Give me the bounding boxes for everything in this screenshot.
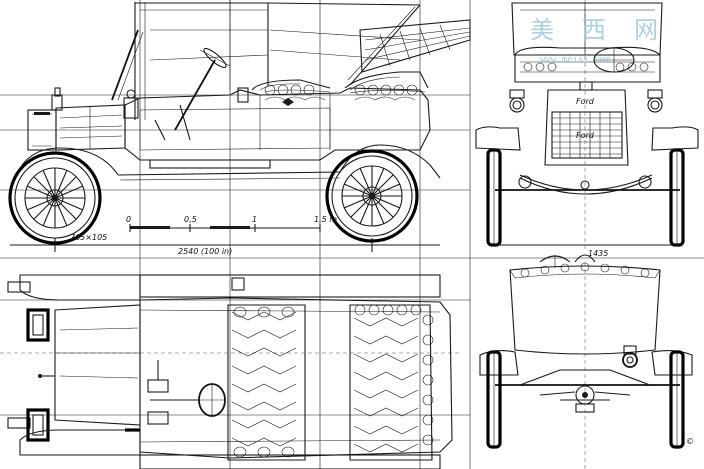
plan-view <box>7 274 453 469</box>
rear-view-wheels <box>486 350 685 449</box>
watermark: 美 西 网 www.meisi.com <box>530 16 658 65</box>
wheelbase-dimension: 2540 (100 in) 765×105 <box>10 233 440 256</box>
front-wheel <box>8 151 102 245</box>
body-tub <box>124 71 431 161</box>
hub-logo-text: Ford <box>576 97 595 106</box>
rear-wheel <box>325 149 419 243</box>
grille-logo-text: Ford <box>576 131 595 140</box>
scale-tick-half: 0,5 <box>184 215 197 224</box>
front-seat-tufting <box>227 304 306 461</box>
corner-mark: © <box>686 437 694 446</box>
radiator-hood <box>27 87 139 151</box>
wheelbase-label: 2540 (100 in) <box>178 247 232 256</box>
folding-top <box>134 0 471 120</box>
tire-size-label: 765×105 <box>70 233 107 242</box>
side-view: 0 0,5 1 1,5 m 2540 (100 in) 765×105 <box>8 0 471 256</box>
watermark-char-3: 网 <box>634 16 658 44</box>
scale-tick-0: 0 <box>126 215 131 224</box>
steering <box>154 47 231 141</box>
rear-view: © <box>479 254 694 449</box>
fenders <box>17 144 441 181</box>
front-view: Ford Ford 1435 <box>475 2 699 258</box>
track-label: 1435 <box>588 249 608 258</box>
plan-steering-wheel <box>147 360 226 425</box>
watermark-char-1: 美 <box>530 16 554 44</box>
scale-tick-1: 1 <box>252 215 257 224</box>
scale-tick-1-5: 1,5 m <box>314 215 337 224</box>
watermark-char-2: 西 <box>582 16 606 44</box>
watermark-url: www.meisi.com <box>540 55 610 65</box>
front-view-wheels <box>486 148 685 247</box>
rear-seat-tufting <box>349 304 434 461</box>
scale-bar: 0 0,5 1 1,5 m <box>126 215 337 232</box>
windshield <box>111 29 144 101</box>
